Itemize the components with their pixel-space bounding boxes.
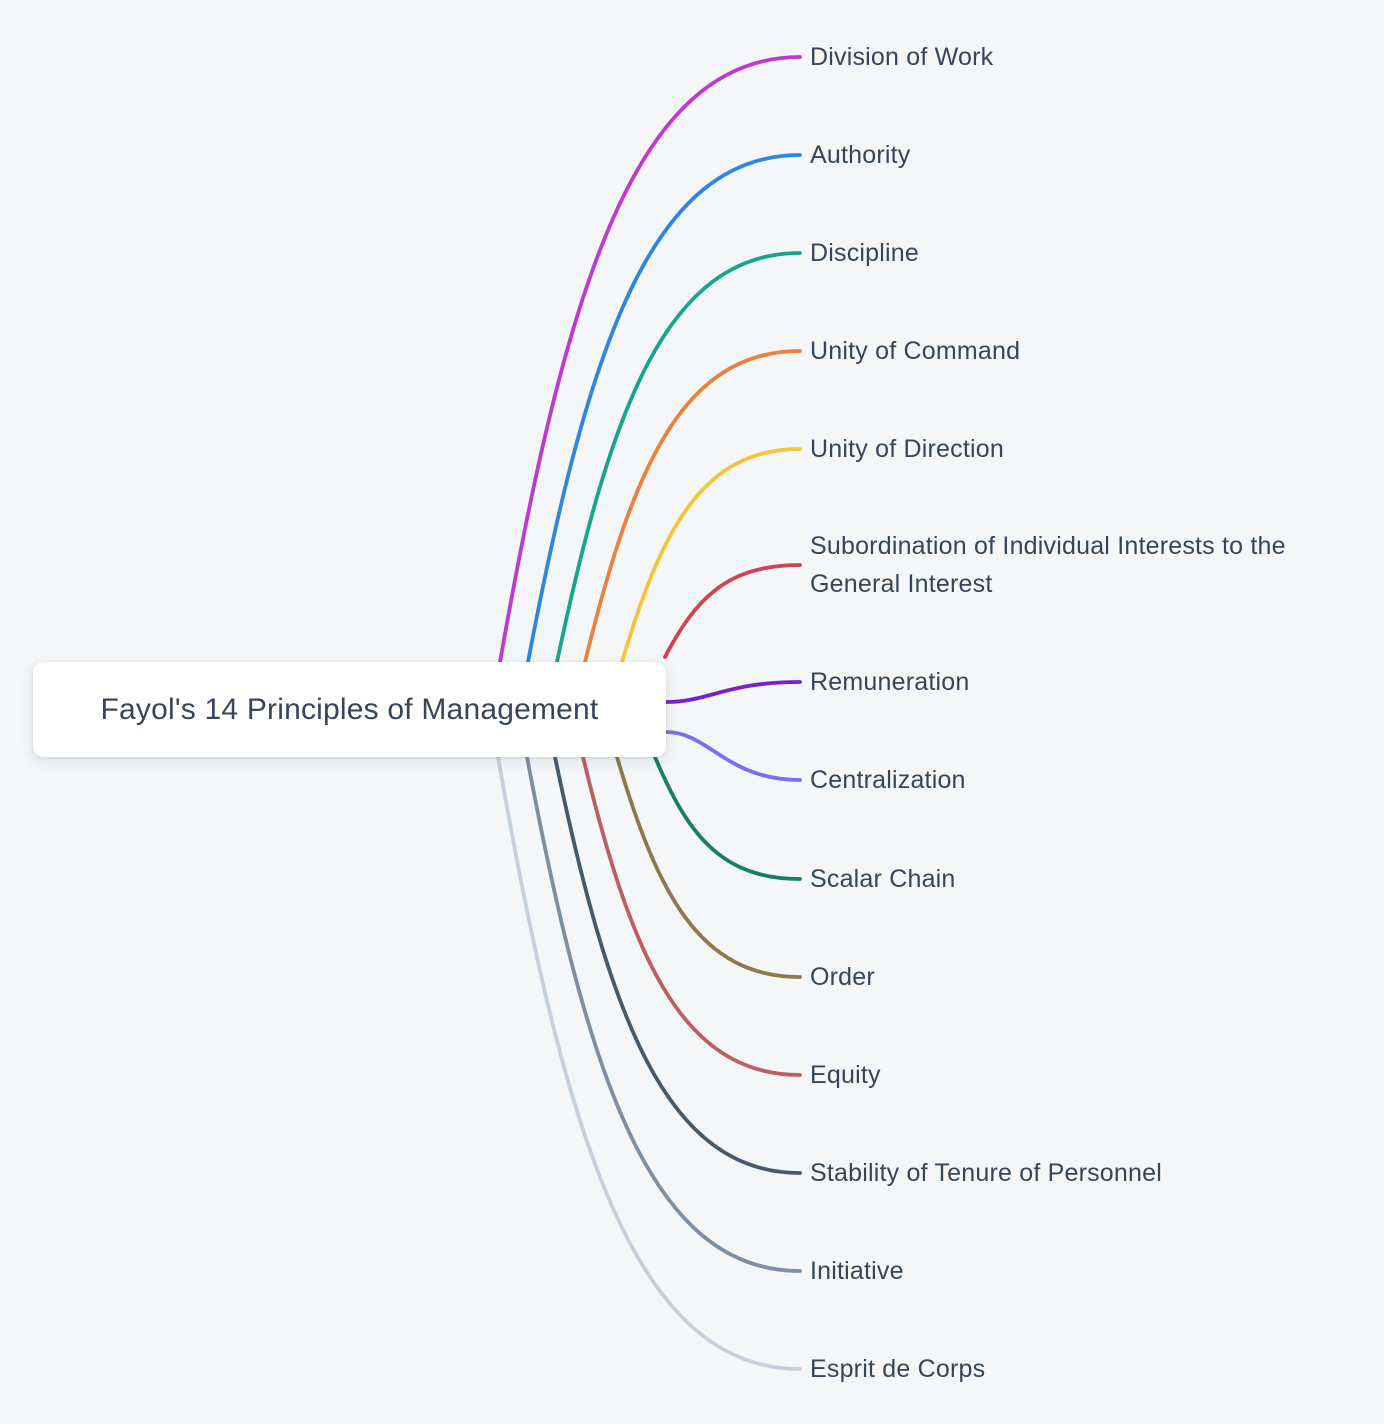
branch-label-centralization[interactable]: Centralization [810, 766, 966, 794]
branch-label-subordination-of-individual-interests[interactable]: Subordination of Individual Interests to… [810, 532, 1286, 598]
branch-curve-stability-of-tenure-of [553, 755, 802, 1175]
branch-curve-remuneration [664, 680, 802, 704]
branch-label-esprit-de-corps[interactable]: Esprit de Corps [810, 1355, 986, 1383]
branch-curve-unity-of-direction [620, 447, 802, 664]
branch-curve-initiative [525, 755, 802, 1273]
branch-label-stability-of-tenure-of[interactable]: Stability of Tenure of Personnel [810, 1159, 1162, 1187]
branch-label-remuneration[interactable]: Remuneration [810, 668, 970, 696]
branch-label-equity[interactable]: Equity [810, 1061, 881, 1089]
branch-label-unity-of-command[interactable]: Unity of Command [810, 337, 1021, 365]
branch-curve-order [615, 755, 802, 979]
root-node-label: Fayol's 14 Principles of Management [100, 692, 599, 726]
branch-curve-scalar-chain [653, 755, 802, 881]
branch-curve-esprit-de-corps [496, 755, 802, 1371]
branch-label-unity-of-direction[interactable]: Unity of Direction [810, 435, 1004, 463]
branch-label-initiative[interactable]: Initiative [810, 1257, 904, 1285]
branch-label-order[interactable]: Order [810, 963, 875, 991]
branch-curve-unity-of-command [583, 349, 802, 664]
branch-label-authority[interactable]: Authority [810, 141, 911, 169]
root-node[interactable]: Fayol's 14 Principles of Management [33, 662, 666, 757]
branch-curve-subordination-of-individual-interests [663, 563, 802, 659]
branch-curve-equity [581, 755, 802, 1077]
branch-curve-discipline [555, 251, 802, 664]
branch-curve-centralization [664, 730, 802, 782]
branch-label-scalar-chain[interactable]: Scalar Chain [810, 865, 956, 893]
branch-curve-division-of-work [498, 55, 802, 664]
branch-label-division-of-work[interactable]: Division of Work [810, 43, 994, 71]
branch-label-discipline[interactable]: Discipline [810, 239, 919, 267]
branch-curve-authority [526, 153, 802, 664]
